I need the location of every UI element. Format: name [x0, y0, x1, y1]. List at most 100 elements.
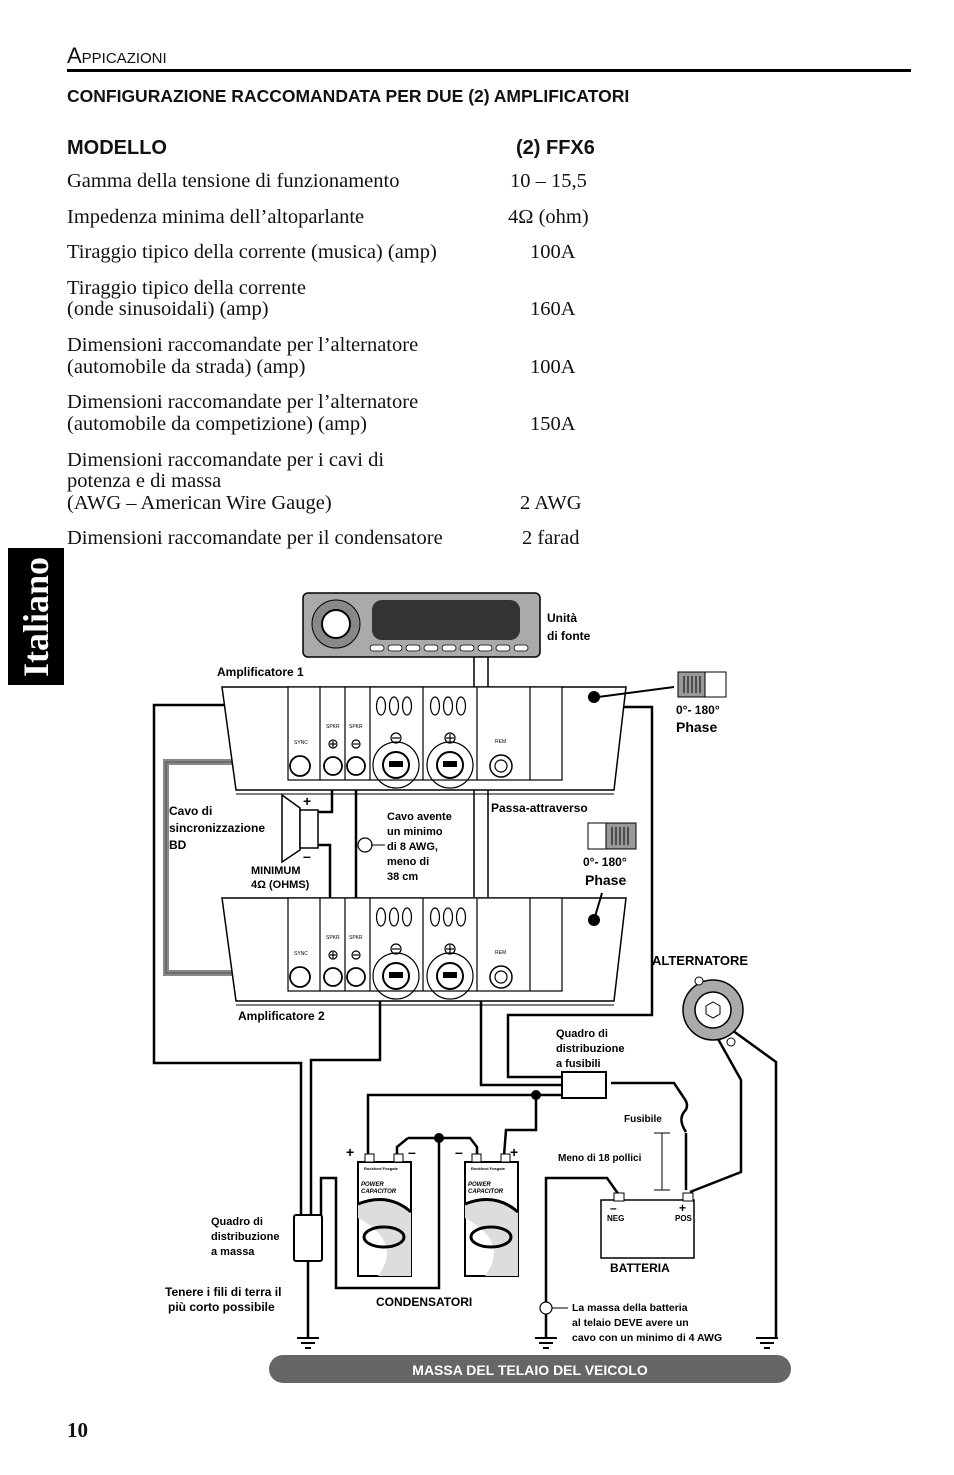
amplifier-1 [221, 686, 627, 795]
speaker [281, 793, 319, 864]
spec-value: 4Ω (ohm) [508, 206, 589, 228]
phase-2-label: Phase [585, 872, 626, 888]
spec-value: 160A [530, 298, 576, 320]
speaker-minus: – [303, 848, 311, 864]
spec-value: 10 – 15,5 [510, 170, 587, 192]
sync-label: SYNC [294, 951, 308, 957]
battery-neg-label: NEG [607, 1214, 624, 1223]
source-unit-label: Unità [547, 611, 577, 625]
capacitor-name: CAPACITOR [361, 1189, 397, 1195]
spec-col-value: (2) FFX6 [516, 137, 595, 159]
spkr-label: SPKR [349, 724, 363, 730]
spkr-label: SPKR [326, 935, 340, 941]
fuse-label: Fusibile [624, 1114, 662, 1125]
spec-value: 100A [530, 356, 576, 378]
pass-through-label: Passa-attraverso [491, 801, 588, 815]
cable-note: di 8 AWG, [387, 841, 438, 853]
spec-value: 2 AWG [520, 492, 582, 514]
fuse-block-label: a fusibili [556, 1058, 601, 1070]
cable-note: 38 cm [387, 871, 418, 883]
battery-label: BATTERIA [610, 1261, 670, 1275]
capacitors-label: CONDENSATORI [376, 1295, 472, 1309]
speaker-plus: + [303, 793, 311, 809]
fuse-distance-label: Meno di 18 pollici [558, 1153, 642, 1164]
battery-pos-label: POS [675, 1214, 693, 1223]
rem-label: REM [495, 950, 506, 956]
amplifier-2-label: Amplificatore 2 [238, 1009, 325, 1023]
battery [600, 1192, 695, 1259]
spec-value: 2 farad [522, 527, 580, 549]
spec-label: (onde sinusoidali) (amp) [67, 298, 269, 320]
cap-sign: + [510, 1144, 518, 1160]
capacitor-name: POWER [468, 1182, 491, 1188]
spec-label: Dimensioni raccomandate per l’alternator… [67, 334, 419, 356]
chassis-ground-label: MASSA DEL TELAIO DEL VEICOLO [412, 1362, 648, 1378]
cable-note: Cavo avente [387, 811, 452, 823]
sync-cable-label: sincronizzazione [169, 821, 265, 835]
source-unit-label: di fonte [547, 629, 591, 643]
alternator-label: ALTERNATORE [652, 953, 748, 968]
ground-icon [755, 1337, 779, 1349]
alternator [682, 976, 744, 1047]
sync-label: SYNC [294, 740, 308, 746]
spec-label: Gamma della tensione di funzionamento [67, 170, 400, 192]
language-tab: Italiano [8, 548, 64, 685]
spec-label: Dimensioni raccomandate per i cavi di [67, 449, 385, 471]
speaker-min-label: 4Ω (OHMS) [251, 879, 310, 891]
capacitor-name: POWER [361, 1182, 384, 1188]
cap-sign: – [455, 1144, 463, 1160]
spkr-label: SPKR [349, 935, 363, 941]
phase-switch-1[interactable] [677, 671, 727, 698]
spec-col-label: MODELLO [67, 137, 167, 159]
capacitor-brand: Rockford Fosgate [471, 1166, 506, 1171]
amplifier-2 [221, 897, 627, 1006]
phase-1-label: Phase [676, 719, 717, 735]
ground-distribution-block [293, 1214, 323, 1262]
speaker-min-label: MINIMUM [251, 865, 301, 877]
cap-sign: + [346, 1144, 354, 1160]
phase-2-range: 0°- 180° [583, 855, 627, 869]
capacitor-brand: Rockford Fosgate [364, 1166, 399, 1171]
source-unit [302, 592, 541, 658]
spec-label: (AWG – American Wire Gauge) [67, 492, 332, 514]
ground-icon [534, 1337, 558, 1349]
amplifier-1-label: Amplificatore 1 [217, 665, 304, 679]
spec-label: (automobile da competizione) (amp) [67, 413, 367, 435]
spkr-label: SPKR [326, 724, 340, 730]
ground-note: Tenere i fili di terra il [165, 1285, 281, 1299]
page-number: 10 [67, 1418, 88, 1442]
capacitor-name: CAPACITOR [468, 1189, 504, 1195]
section-title: Appicazioni [67, 43, 167, 68]
battery-ground-note: cavo con un minimo di 4 AWG [572, 1332, 722, 1344]
spec-label: potenza e di massa [67, 470, 222, 492]
ground-icon [296, 1337, 320, 1349]
cap-sign: – [408, 1144, 416, 1160]
page-heading: CONFIGURAZIONE RACCOMANDATA PER DUE (2) … [67, 86, 630, 106]
battery-ground-note: al telaio DEVE avere un [572, 1317, 689, 1329]
ground-block-label: distribuzione [211, 1231, 279, 1243]
battery-pos-sign: + [679, 1201, 686, 1215]
sync-cable-label: BD [169, 838, 187, 852]
cable-note: meno di [387, 856, 429, 868]
sync-cable [163, 759, 256, 976]
spec-value: 150A [530, 413, 576, 435]
spec-label: Dimensioni raccomandate per il condensat… [67, 527, 443, 549]
battery-ground-note: La massa della batteria [572, 1302, 688, 1314]
spec-label: Dimensioni raccomandate per l’alternator… [67, 391, 419, 413]
header-rule [67, 69, 911, 72]
spec-label: (automobile da strada) (amp) [67, 356, 306, 378]
phase-1-range: 0°- 180° [676, 703, 720, 717]
phase-switch-2[interactable] [587, 822, 637, 850]
fuse-block-label: distribuzione [556, 1043, 624, 1055]
fuse-block-label: Quadro di [556, 1028, 608, 1040]
chassis-ground-bar [269, 1355, 791, 1383]
rem-label: REM [495, 739, 506, 745]
fuse-distribution-block [561, 1071, 607, 1099]
spec-value: 100A [530, 241, 576, 263]
ground-block-label: a massa [211, 1246, 255, 1258]
ground-block-label: Quadro di [211, 1216, 263, 1228]
battery-neg-sign: – [610, 1201, 617, 1215]
spec-label: Impedenza minima dell’altoparlante [67, 206, 365, 228]
spec-label: Tiraggio tipico della corrente [67, 277, 306, 299]
